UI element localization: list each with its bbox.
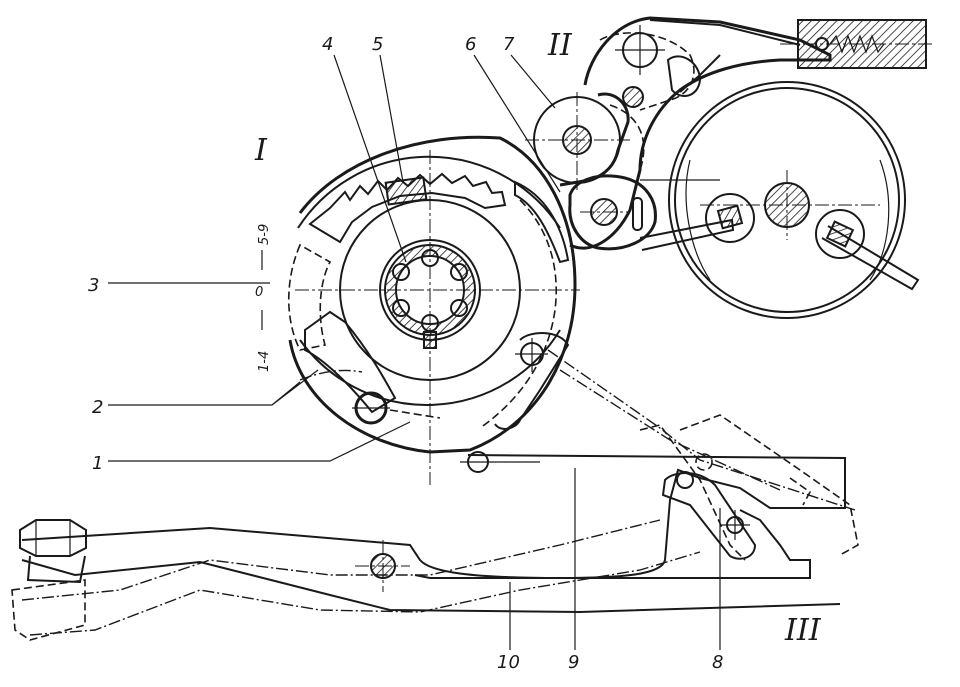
drum-pin-right <box>815 209 865 259</box>
connecting-rod <box>639 218 735 251</box>
roman-label-3: III <box>784 613 822 648</box>
drum-outer <box>668 81 906 319</box>
leader-4 <box>333 54 407 263</box>
lower-levers <box>11 451 846 641</box>
leader-7 <box>510 54 556 109</box>
part-label-8: 8 <box>712 652 723 673</box>
part-label-9: 9 <box>568 652 579 673</box>
lever-6-slot <box>632 197 643 231</box>
hex-nut <box>19 519 87 557</box>
gear-sector <box>308 172 507 244</box>
lever-10 <box>21 509 811 579</box>
link-bar-alt-2 <box>559 369 781 491</box>
lever-8-pivot-a <box>676 471 694 489</box>
lever-10-alt-2 <box>29 551 701 636</box>
pawl-link <box>494 332 570 430</box>
part-label-5: 5 <box>372 34 383 55</box>
frame-inner <box>649 19 801 93</box>
drum-pin-left <box>705 193 755 243</box>
lever-9 <box>414 454 846 579</box>
ratchet-lever-alt <box>609 104 645 171</box>
lever-6-body <box>568 174 657 251</box>
part-label-7: 7 <box>503 34 515 55</box>
lever-10-alt <box>21 519 661 601</box>
part-label-10: 10 <box>497 652 520 673</box>
actuator-dashed <box>639 424 746 561</box>
upper-link-dashed <box>599 32 695 111</box>
leader-1 <box>108 421 411 462</box>
lever-segment-2 <box>304 310 397 414</box>
part-label-1: 1 <box>92 453 103 474</box>
lever-segment-2-alt <box>299 369 363 381</box>
part-label-2: 2 <box>92 397 103 418</box>
small-pin-7 <box>622 86 644 108</box>
roman-label-1: I <box>254 133 268 168</box>
upper-cam <box>666 55 702 97</box>
hub-pin-right-bottom <box>450 299 468 317</box>
lever-8 <box>661 472 757 560</box>
link-bar-alt <box>547 349 856 511</box>
actuator-dashed-2 <box>679 414 859 556</box>
right-cam <box>514 180 570 264</box>
dial-assembly <box>288 135 580 485</box>
leader-lines <box>108 54 721 650</box>
right-cam-alt <box>479 199 558 429</box>
part-label-4: 4 <box>322 34 333 55</box>
scale-label-zero: 0 <box>255 285 263 300</box>
part-label-6: 6 <box>465 34 476 55</box>
hub-pin-right-top <box>450 263 468 281</box>
part-label-3: 3 <box>88 275 99 296</box>
leader-2 <box>108 369 319 406</box>
labels: I II III 1 2 3 4 5 6 7 8 9 10 5-9 0 1-4 <box>88 28 822 673</box>
lever-10-stem <box>26 555 86 584</box>
leader-5 <box>379 54 404 183</box>
scale-label-lower: 1-4 <box>257 351 272 372</box>
middle-linkage <box>494 332 859 561</box>
upper-frame <box>569 16 832 250</box>
dial-housing <box>288 135 577 454</box>
hub-pin-left-top <box>392 263 410 281</box>
drum-rod <box>821 225 920 291</box>
lever-10-lower <box>21 559 841 614</box>
leader-6 <box>473 54 561 193</box>
lever-8-pivot-c <box>695 453 713 471</box>
detent-segment <box>288 243 332 351</box>
upper-mechanism <box>525 16 935 319</box>
pawl-block <box>384 176 428 206</box>
actuator-dashed-3 <box>789 477 812 506</box>
roman-label-2: II <box>547 28 573 63</box>
hub-pin-left-bottom <box>392 299 410 317</box>
scale-label-upper: 5-9 <box>257 224 272 245</box>
drum-inner <box>674 87 900 313</box>
drum-pin-left-key <box>716 204 744 230</box>
roller-slot <box>389 409 441 419</box>
